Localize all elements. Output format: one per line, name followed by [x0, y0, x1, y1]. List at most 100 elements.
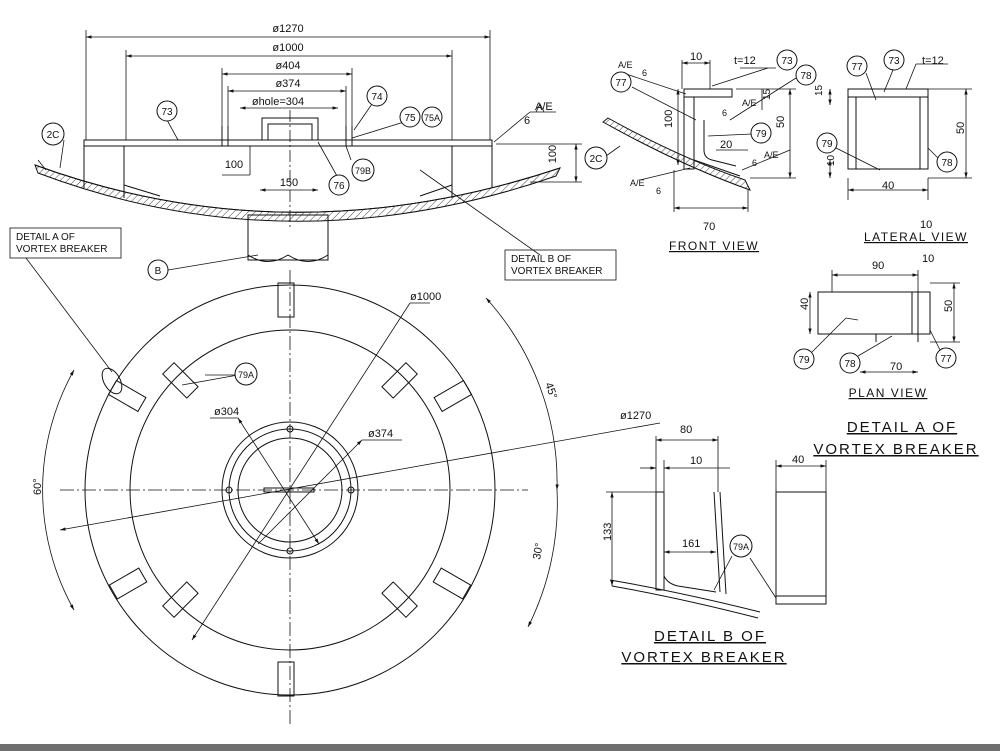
svg-text:VORTEX BREAKER: VORTEX BREAKER [16, 244, 108, 255]
dim-100-left: 100 [225, 159, 243, 171]
section-bubbles: 73 74 75 75A 79B 76 2C B [41, 85, 443, 281]
weld-six-top: 6 [524, 115, 530, 127]
detail-a-plan-texts: 90 10 40 50 70 PLAN VIEW 79 78 77 [793, 253, 957, 400]
svg-text:40: 40 [882, 180, 894, 192]
dim-1270: ø1270 [272, 23, 303, 35]
svg-text:DETAIL A OF: DETAIL A OF [16, 232, 75, 243]
svg-text:10: 10 [922, 253, 934, 265]
dim-plan-1000: ø1000 [410, 291, 441, 303]
dim-404: ø404 [275, 60, 300, 72]
svg-text:A/E: A/E [742, 98, 757, 108]
detail-a-callout: DETAIL A OF VORTEX BREAKER [9, 227, 122, 373]
svg-text:78: 78 [800, 71, 812, 82]
bubble-b: B [155, 266, 162, 277]
dim-plan-1270: ø1270 [620, 410, 651, 422]
bubble-76: 76 [333, 181, 345, 192]
angle-45: 45° [542, 381, 559, 401]
svg-text:VORTEX BREAKER: VORTEX BREAKER [621, 649, 786, 666]
svg-text:6: 6 [722, 108, 727, 118]
dim-1000: ø1000 [272, 42, 303, 54]
svg-text:A/E: A/E [630, 178, 645, 188]
dim-374: ø374 [275, 78, 300, 90]
bubble-75a: 75A [424, 113, 440, 123]
svg-text:79: 79 [755, 129, 767, 140]
dim-plan-304: ø304 [214, 406, 239, 418]
front-view-title: FRONT VIEW [669, 239, 759, 253]
svg-text:40: 40 [799, 298, 811, 310]
detail-b-texts: 80 10 40 133 161 79A DETAIL B OF VORTEX … [602, 424, 804, 666]
detail-b-callout: DETAIL B OF VORTEX BREAKER [504, 249, 617, 281]
svg-text:VORTEX BREAKER: VORTEX BREAKER [511, 266, 603, 277]
svg-text:161: 161 [682, 538, 700, 550]
svg-text:70: 70 [890, 361, 902, 373]
detail-a-front-view [602, 60, 797, 212]
breaker-top-plate [83, 139, 493, 147]
outlet-nozzle [247, 214, 329, 261]
svg-text:40: 40 [792, 454, 804, 466]
svg-text:DETAIL A OF: DETAIL A OF [847, 419, 957, 436]
svg-text:t=12: t=12 [922, 55, 944, 67]
svg-text:100: 100 [663, 110, 675, 128]
section-elevation [34, 30, 582, 271]
section-texts: ø1270 ø1000 ø404 ø374 øhole=304 100 150 … [225, 23, 559, 189]
plan-view-title: PLAN VIEW [849, 386, 928, 400]
svg-text:50: 50 [955, 122, 967, 134]
bubble-2c: 2C [47, 130, 60, 141]
svg-text:6: 6 [752, 158, 757, 168]
bubble-74: 74 [371, 92, 383, 103]
svg-text:79: 79 [798, 355, 810, 366]
svg-text:78: 78 [844, 359, 856, 370]
svg-text:77: 77 [615, 78, 627, 89]
svg-text:6: 6 [642, 68, 647, 78]
svg-text:15: 15 [762, 88, 773, 100]
svg-text:90: 90 [872, 260, 884, 272]
bubble-75: 75 [404, 113, 416, 124]
dim-100-right: 100 [547, 145, 559, 163]
dim-150: 150 [280, 177, 298, 189]
dished-bottom-hatch [34, 164, 561, 222]
detail-a-plan-view [808, 270, 960, 374]
svg-text:A/E: A/E [618, 60, 633, 70]
svg-text:6: 6 [656, 186, 661, 196]
angle-30: 30° [531, 542, 546, 560]
svg-text:133: 133 [602, 523, 614, 541]
svg-text:73: 73 [888, 56, 900, 67]
svg-text:10: 10 [826, 154, 837, 166]
svg-text:10: 10 [920, 219, 932, 231]
svg-text:10: 10 [690, 455, 702, 467]
detail-a-lateral-texts: t=12 15 50 10 40 10 LATERAL VIEW 77 73 7… [814, 49, 968, 244]
svg-text:DETAIL B OF: DETAIL B OF [654, 628, 766, 645]
dim-hole: øhole=304 [252, 96, 304, 108]
detail-a-title: DETAIL A OF VORTEX BREAKER [813, 419, 978, 458]
bottom-border [0, 744, 1000, 751]
svg-text:79A: 79A [733, 542, 749, 552]
plan-view [42, 270, 661, 725]
svg-text:73: 73 [781, 56, 793, 67]
weld-ae-top: A/E [535, 101, 553, 113]
bubble-73: 73 [161, 107, 173, 118]
dim-plan-374: ø374 [368, 428, 393, 440]
svg-text:77: 77 [851, 62, 863, 73]
bubble-79b: 79B [355, 166, 371, 176]
angle-60: 60° [32, 478, 44, 495]
svg-text:A/E: A/E [764, 150, 779, 160]
svg-text:15: 15 [814, 84, 825, 96]
svg-text:20: 20 [720, 139, 732, 151]
svg-text:79: 79 [821, 139, 833, 150]
lateral-view-title: LATERAL VIEW [864, 230, 968, 244]
detail-a-lateral-view [828, 63, 972, 200]
bubble-79a-plan: 79A [238, 370, 254, 380]
svg-text:78: 78 [941, 158, 953, 169]
svg-text:2C: 2C [590, 154, 603, 165]
svg-text:80: 80 [680, 424, 692, 436]
svg-text:50: 50 [775, 116, 787, 128]
plan-view-texts: ø1000 ø304 ø374 ø1270 45° 60° 30° 79A [32, 291, 651, 561]
svg-text:t=12: t=12 [734, 55, 756, 67]
svg-text:77: 77 [940, 354, 952, 365]
svg-text:VORTEX BREAKER: VORTEX BREAKER [813, 441, 978, 458]
svg-text:70: 70 [703, 221, 715, 233]
svg-text:10: 10 [690, 51, 702, 63]
svg-text:DETAIL B OF: DETAIL B OF [511, 254, 571, 265]
svg-text:50: 50 [943, 300, 955, 312]
